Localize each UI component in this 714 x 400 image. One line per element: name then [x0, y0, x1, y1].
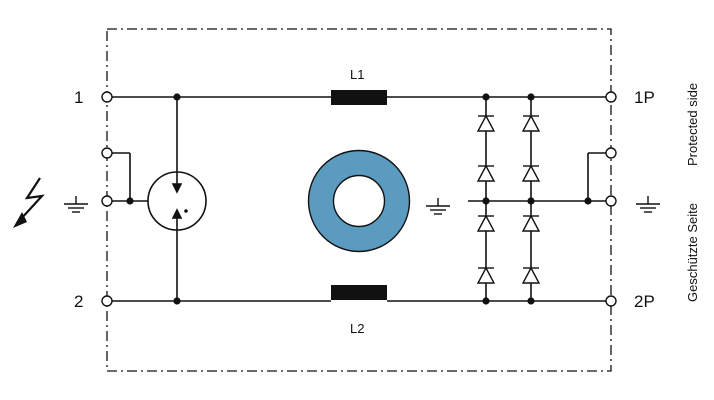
- terminal-2p: [605, 295, 617, 307]
- diode: [476, 164, 496, 182]
- side-label-german: Geschützte Seite: [685, 203, 700, 302]
- terminal-right-ground: [605, 195, 617, 207]
- diode: [476, 266, 496, 284]
- gdt-electrode-dot: [184, 209, 188, 213]
- inductor-l2-label: L2: [350, 321, 364, 336]
- diode: [521, 114, 541, 132]
- ground-icon: [636, 196, 660, 213]
- left-ground-wiring: [107, 152, 148, 202]
- diodes: [476, 114, 541, 284]
- inductor-l1: [331, 90, 387, 105]
- junction-dots: [126, 93, 592, 305]
- diode: [521, 214, 541, 232]
- terminal-circles: [101, 91, 617, 307]
- terminal-2: [101, 295, 113, 307]
- inductor-l1-label: L1: [350, 67, 364, 82]
- gas-discharge-tube: [147, 97, 207, 301]
- terminal-left-ground: [101, 195, 113, 207]
- terminal-1p: [605, 91, 617, 103]
- terminal-2p-label: 2P: [634, 292, 655, 311]
- inductor-l2: [331, 285, 387, 300]
- ground-icon: [64, 196, 88, 213]
- terminal-1-label: 1: [74, 88, 83, 107]
- terminal-left-ground-upper: [101, 147, 113, 159]
- terminal-1p-label: 1P: [634, 88, 655, 107]
- diode: [476, 114, 496, 132]
- diode: [476, 214, 496, 232]
- terminal-right-ground-upper: [605, 147, 617, 159]
- terminal-2-label: 2: [74, 292, 83, 311]
- toroid-ring: [308, 150, 410, 252]
- diode: [521, 266, 541, 284]
- diode: [521, 164, 541, 182]
- terminal-1: [101, 91, 113, 103]
- side-label-english: Protected side: [685, 83, 700, 166]
- ground-icon: [426, 198, 450, 215]
- toroid-core: [307, 149, 411, 253]
- lightning-icon: [13, 177, 45, 228]
